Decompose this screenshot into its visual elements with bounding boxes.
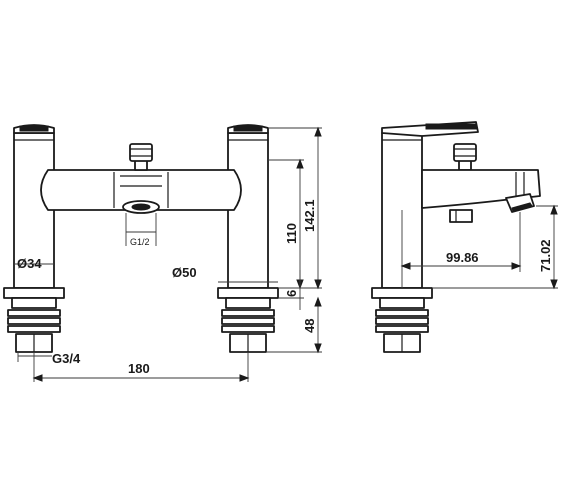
outlet-thread-label: G1/2 bbox=[130, 237, 150, 247]
deck-gap-label: 6 bbox=[284, 290, 299, 297]
side-view: 99.86 71.02 bbox=[371, 121, 558, 353]
spout-body bbox=[40, 169, 242, 214]
spout-height-label: 71.02 bbox=[538, 239, 553, 272]
diverter-knob bbox=[129, 143, 153, 171]
side-spout bbox=[421, 169, 541, 223]
spout-reach-label: 99.86 bbox=[446, 250, 479, 265]
tail-length-label: 48 bbox=[302, 319, 317, 333]
centres-label: 180 bbox=[128, 361, 150, 376]
side-base-fixing bbox=[371, 287, 433, 353]
inlet-thread-label: G3/4 bbox=[52, 351, 81, 366]
side-diverter-knob bbox=[453, 143, 477, 171]
base-diameter-label: Ø50 bbox=[172, 265, 197, 280]
left-base-fixing bbox=[3, 287, 65, 353]
overall-height-label: 142.1 bbox=[302, 199, 317, 232]
front-view: G1/2 Ø34 Ø50 G3/4 180 110 142.1 bbox=[3, 124, 322, 382]
body-diameter-label: Ø34 bbox=[17, 256, 42, 271]
right-base-fixing bbox=[217, 287, 279, 353]
height-to-spout-label: 110 bbox=[284, 223, 299, 244]
